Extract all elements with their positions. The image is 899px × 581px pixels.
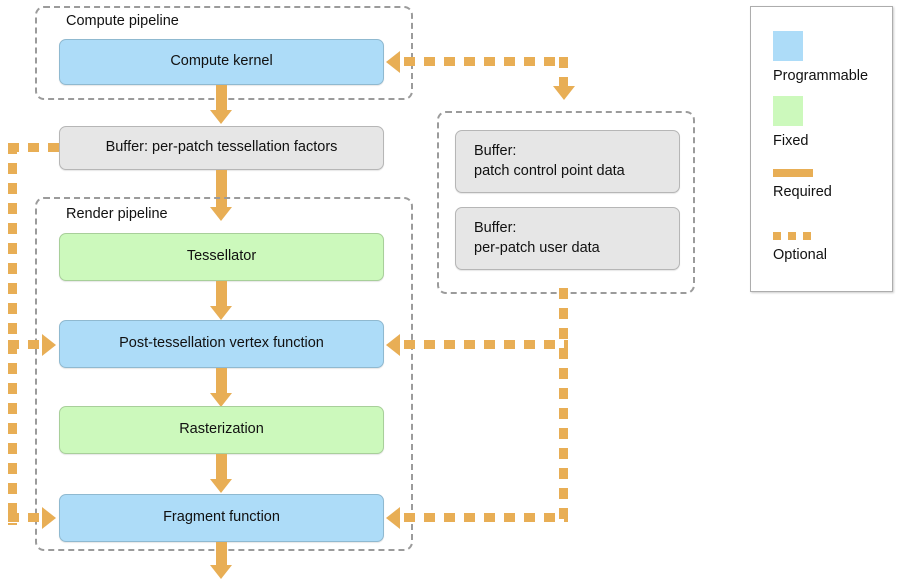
legend-required-line-icon: [773, 169, 813, 177]
legend-item-optional: Optional: [773, 232, 827, 263]
node-buffer-per-patch-user-data[interactable]: Buffer: per-patch user data: [455, 207, 680, 270]
edge-postvertex-to-rasterization-arrowhead: [210, 393, 232, 407]
node-buffer-patch-control-point-data-label: Buffer: patch control point data: [474, 142, 625, 179]
legend-optional-label: Optional: [773, 247, 828, 263]
edge-buffer-to-tessellator-line: [216, 170, 227, 210]
node-fragment-function-label: Fragment function: [163, 509, 280, 526]
legend-item-programmable: Programmable: [773, 31, 868, 84]
edge-fragment-output-arrowhead: [210, 565, 232, 579]
edge-postvertex-to-rasterization-line: [216, 368, 227, 395]
node-compute-kernel[interactable]: Compute kernel: [59, 39, 384, 85]
edge-buffers-to-postvertex-arrowhead: [386, 334, 400, 356]
edge-tessfactors-to-fragment-horizontal: [8, 513, 40, 522]
node-buffer-tessellation-factors[interactable]: Buffer: per-patch tessellation factors: [59, 126, 384, 170]
edge-tessfactors-to-postvertex-arrowhead: [42, 334, 56, 356]
edge-tessellator-to-postvertex-arrowhead: [210, 306, 232, 320]
legend-panel: Programmable Fixed Required Optional: [750, 6, 893, 292]
edge-fragment-output-line: [216, 542, 227, 567]
edge-tessfactors-left-vertical-trunk: [8, 143, 17, 525]
edge-buffers-to-postvertex-horizontal: [404, 340, 568, 349]
node-buffer-per-patch-user-data-label: Buffer: per-patch user data: [474, 219, 600, 256]
edge-rasterization-to-fragment-line: [216, 454, 227, 481]
edge-compute-kernel-to-buffer-arrowhead: [210, 110, 232, 124]
legend-fixed-swatch-icon: [773, 96, 803, 126]
edge-buffers-top-vertical-stub: [559, 57, 568, 89]
node-compute-kernel-label: Compute kernel: [170, 53, 273, 70]
edge-buffers-to-fragment-horizontal: [404, 513, 568, 522]
node-buffer-patch-control-point-data[interactable]: Buffer: patch control point data: [455, 130, 680, 193]
edge-buffer-to-tessellator-arrowhead: [210, 207, 232, 221]
legend-programmable-swatch-icon: [773, 31, 803, 61]
edge-buffers-right-vertical-trunk: [559, 288, 568, 526]
edge-tessellator-to-postvertex-line: [216, 281, 227, 308]
edge-tessfactors-to-fragment-arrowhead: [42, 507, 56, 529]
edge-buffers-to-compute-kernel-arrowhead: [386, 51, 400, 73]
edge-tessfactors-left-horizontal: [8, 143, 60, 152]
legend-required-label: Required: [773, 184, 832, 200]
node-post-tessellation-vertex-function-label: Post-tessellation vertex function: [119, 335, 324, 352]
edge-buffers-top-down-arrowhead: [553, 86, 575, 100]
legend-item-required: Required: [773, 169, 832, 200]
group-compute-pipeline-label: Compute pipeline: [66, 13, 179, 29]
node-tessellator-label: Tessellator: [186, 248, 257, 265]
legend-fixed-label: Fixed: [773, 133, 809, 149]
node-rasterization-label: Rasterization: [179, 421, 264, 438]
node-rasterization[interactable]: Rasterization: [59, 406, 384, 454]
edge-buffers-to-fragment-arrowhead: [386, 507, 400, 529]
edge-buffers-to-compute-kernel-horizontal: [404, 57, 568, 66]
node-fragment-function[interactable]: Fragment function: [59, 494, 384, 542]
legend-optional-line-icon: [773, 232, 813, 240]
edge-tessfactors-to-postvertex-horizontal: [8, 340, 40, 349]
edge-rasterization-to-fragment-arrowhead: [210, 479, 232, 493]
legend-item-fixed: Fixed: [773, 96, 808, 149]
node-buffer-tessellation-factors-label: Buffer: per-patch tessellation factors: [105, 139, 338, 156]
node-post-tessellation-vertex-function[interactable]: Post-tessellation vertex function: [59, 320, 384, 368]
edge-compute-kernel-to-buffer-line: [216, 85, 227, 113]
node-tessellator[interactable]: Tessellator: [59, 233, 384, 281]
legend-programmable-label: Programmable: [773, 68, 869, 84]
group-render-pipeline-label: Render pipeline: [66, 206, 168, 222]
